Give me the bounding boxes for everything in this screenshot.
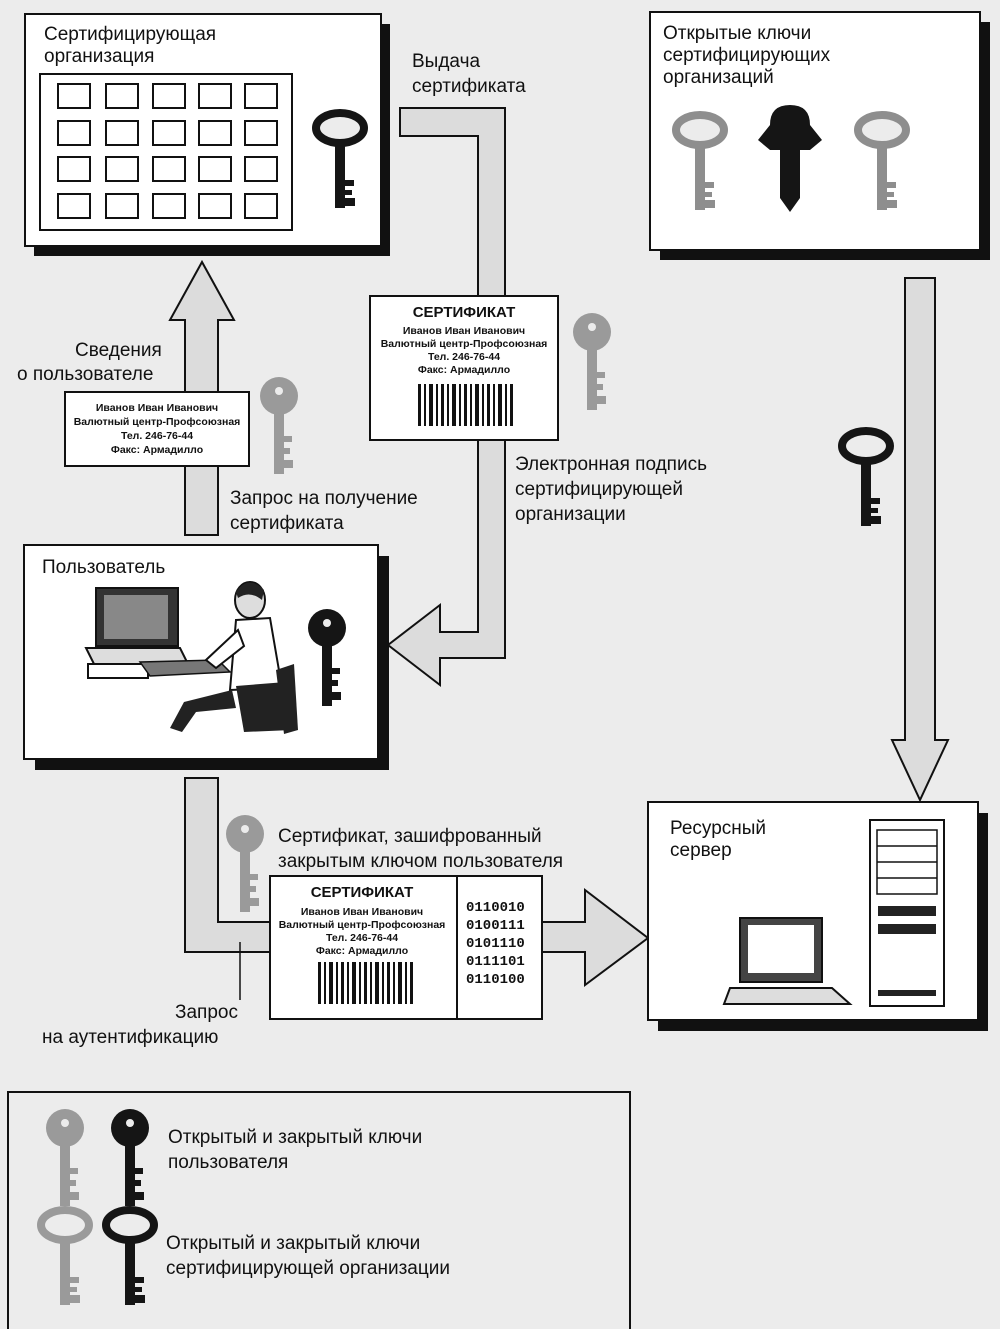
legend-box: Открытый и закрытый ключи пользователя О… — [7, 1091, 631, 1329]
public-keys-title-1: Открытые ключи — [663, 23, 811, 44]
signature-label-3: организации — [515, 504, 626, 525]
org-grid-cells — [57, 83, 278, 219]
certifying-org-box: Сертифицирующая организация — [24, 13, 390, 256]
auth-request-label-1: Запрос — [175, 1002, 238, 1023]
binary-line: 0100111 — [466, 918, 525, 934]
binary-line: 0110010 — [466, 900, 525, 916]
public-keys-box: Открытые ключи сертифицирующих организац… — [649, 11, 990, 260]
certificate-title: СЕРТИФИКАТ — [413, 304, 516, 321]
certificate-name: Иванов Иван Иванович — [403, 325, 525, 337]
user-info-phone: Тел. 246-76-44 — [121, 430, 193, 442]
cert-request-label-2: сертификата — [230, 513, 344, 534]
user-info-fax: Факс: Армадилло — [111, 444, 203, 456]
issue-cert-label-1: Выдача — [412, 51, 480, 72]
barcode-icon — [418, 384, 513, 426]
issue-cert-label-2: сертификата — [412, 76, 526, 97]
certificate-org: Валютный центр-Профсоюзная — [381, 338, 548, 350]
binary-line: 0110100 — [466, 972, 525, 988]
server-title-2: сервер — [670, 840, 732, 861]
legend-org-private-key-icon — [106, 1210, 154, 1305]
legend-user-public-key-icon — [46, 1109, 84, 1206]
enc-certificate-phone: Тел. 246-76-44 — [326, 932, 398, 944]
computer-user-icon — [84, 581, 298, 734]
user-box: Пользователь — [23, 544, 389, 770]
user-info-label-2: о пользователе — [17, 364, 153, 385]
auth-request-label-2: на аутентификацию — [42, 1027, 218, 1048]
user-title: Пользователь — [42, 557, 165, 578]
enc-certificate-fax: Факс: Армадилло — [316, 945, 408, 957]
issued-certificate-card: СЕРТИФИКАТ Иванов Иван Иванович Валютный… — [369, 295, 559, 441]
server-tower-icon — [869, 819, 945, 1007]
enc-certificate-title: СЕРТИФИКАТ — [311, 884, 414, 901]
enc-certificate-org: Валютный центр-Профсоюзная — [279, 919, 446, 931]
certificate-fax: Факс: Армадилло — [418, 364, 510, 376]
org-key-icon — [842, 431, 890, 526]
certifying-org-title-1: Сертифицирующая — [44, 24, 216, 45]
user-info-name: Иванов Иван Иванович — [96, 402, 218, 414]
user-info-org: Валютный центр-Профсоюзная — [74, 416, 241, 428]
public-keys-title-2: сертифицирующих — [663, 45, 831, 66]
cert-request-label-1: Запрос на получение — [230, 488, 418, 509]
signature-label-2: сертифицирующей — [515, 479, 683, 500]
legend-user-private-key-icon — [111, 1109, 149, 1206]
signature-label-1: Электронная подпись — [515, 454, 707, 475]
certifying-org-title-2: организация — [44, 46, 154, 67]
user-info-label-1: Сведения — [75, 340, 162, 361]
user-info-card: Иванов Иван Иванович Валютный центр-Проф… — [64, 391, 250, 467]
legend-org-keys-1: Открытый и закрытый ключи — [166, 1233, 420, 1254]
server-title-1: Ресурсный — [670, 818, 766, 839]
house-key-icon — [758, 105, 822, 212]
binary-line: 0111101 — [466, 954, 525, 970]
org-public-key-icon — [573, 313, 611, 410]
legend-org-public-key-icon — [41, 1210, 89, 1305]
barcode-icon — [318, 962, 413, 1004]
public-keys-title-3: организаций — [663, 67, 774, 88]
user-public-key-icon — [226, 815, 264, 912]
resource-server-box: Ресурсный сервер — [647, 801, 988, 1031]
legend-user-keys-2: пользователя — [168, 1152, 288, 1173]
binary-line: 0101110 — [466, 936, 525, 952]
encrypted-certificate-card: СЕРТИФИКАТ Иванов Иван Иванович Валютный… — [269, 875, 543, 1020]
enc-certificate-name: Иванов Иван Иванович — [301, 906, 423, 918]
legend-user-keys-1: Открытый и закрытый ключи — [168, 1127, 422, 1148]
arrow-keys-to-server — [890, 277, 950, 803]
encrypted-label-1: Сертификат, зашифрованный — [278, 826, 542, 847]
certificate-phone: Тел. 246-76-44 — [428, 351, 500, 363]
server-computer-icon — [722, 917, 853, 1005]
user-public-key-icon — [260, 377, 298, 474]
legend-org-keys-2: сертифицирующей организации — [166, 1258, 450, 1279]
encrypted-label-2: закрытым ключом пользователя — [278, 851, 563, 872]
